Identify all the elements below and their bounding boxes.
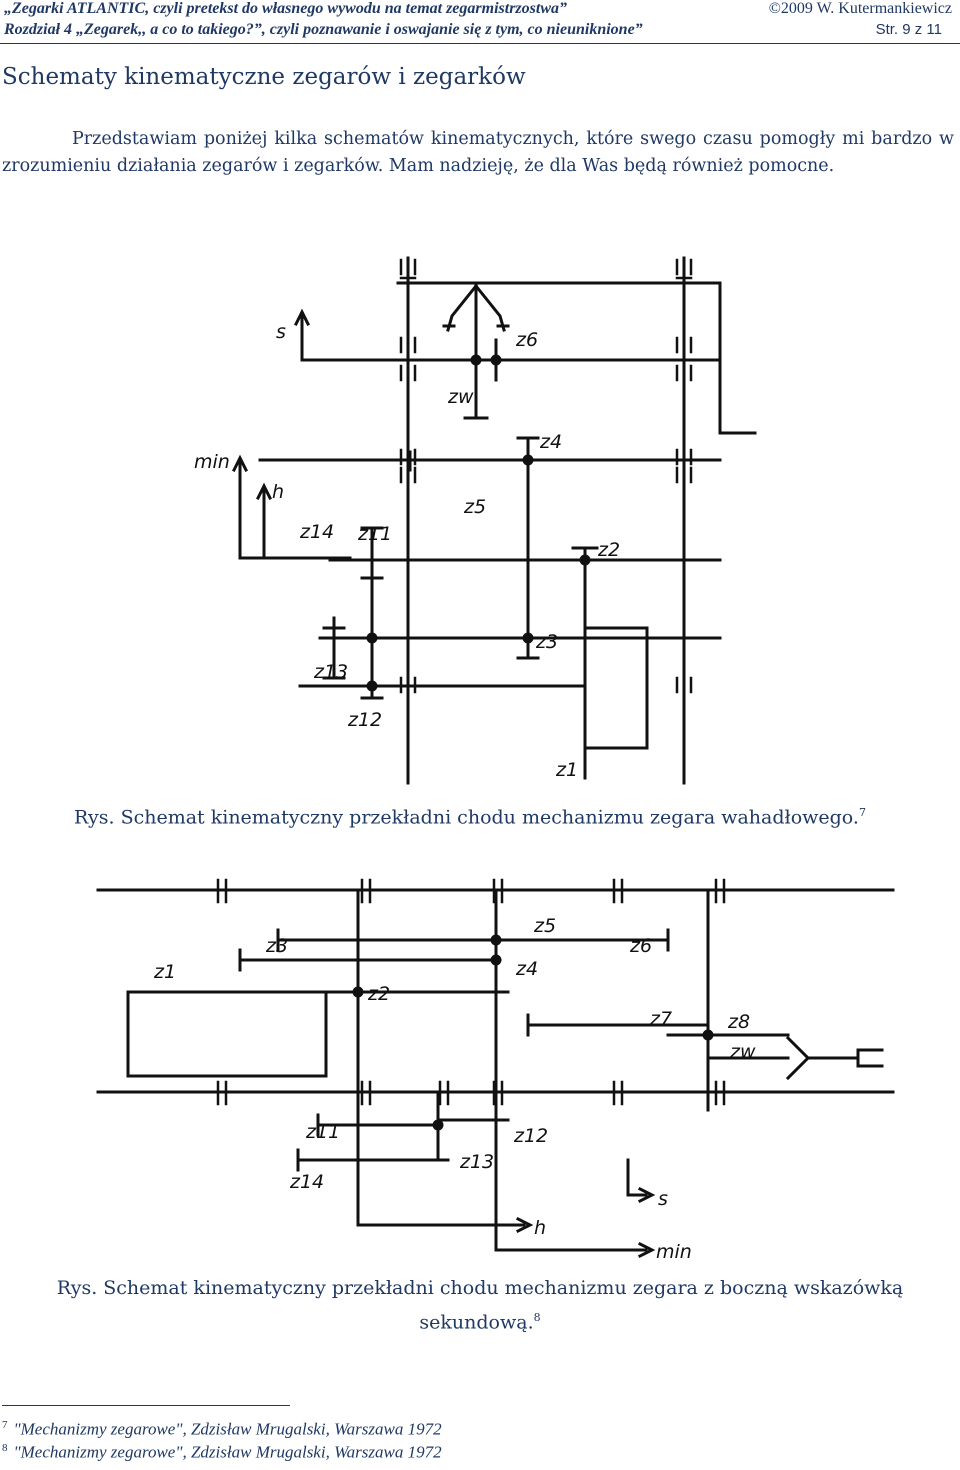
figure-1-caption-text: Rys. Schemat kinematyczny przekładni cho… — [74, 806, 859, 829]
fig2-label-zw: zw — [729, 1041, 756, 1063]
fig2-label-z3: z3 — [265, 935, 288, 957]
section-title: Schematy kinematyczne zegarów i zegarków — [2, 64, 526, 90]
footnote-8-text: "Mechanizmy zegarowe", Zdzisław Mrugalsk… — [13, 1442, 442, 1462]
fig2-label-z6: z6 — [629, 935, 652, 957]
figure-2-caption: Rys. Schemat kinematyczny przekładni cho… — [0, 1274, 960, 1337]
fig2-label-min: min — [656, 1241, 692, 1263]
header-copyright: ©2009 W. Kutermankiewicz — [768, 0, 952, 17]
footnote-8: 8 "Mechanizmy zegarowe", Zdzisław Mrugals… — [2, 1442, 442, 1463]
fig1-label-z12: z12 — [347, 709, 382, 731]
fig2-label-z7: z7 — [649, 1008, 672, 1030]
header-book-title-row: „Zegarki ATLANTIC, czyli pretekst do wła… — [4, 0, 956, 20]
fig1-label-z5: z5 — [463, 496, 486, 518]
figure-1-pendulum-clock-schematic: s min h z6 zw z4 z5 z14 z11 z2 z3 z13 z1… — [180, 238, 760, 793]
footnote-7-number: 7 — [2, 1419, 8, 1431]
fig1-label-min: min — [194, 451, 230, 473]
fig2-label-z1: z1 — [153, 961, 176, 983]
footnote-7-text: "Mechanizmy zegarowe", Zdzisław Mrugalsk… — [13, 1419, 442, 1439]
fig1-label-z11: z11 — [357, 523, 392, 545]
header-page-number: Str. 9 z 11 — [875, 21, 942, 38]
figure-2-caption-text: Rys. Schemat kinematyczny przekładni cho… — [56, 1277, 904, 1334]
fig2-label-z14: z14 — [289, 1171, 324, 1193]
header-rule — [0, 43, 960, 44]
footnote-7: 7 "Mechanizmy zegarowe", Zdzisław Mrugals… — [2, 1419, 442, 1440]
footnote-8-number: 8 — [2, 1442, 8, 1454]
fig1-label-z2: z2 — [597, 539, 620, 561]
fig2-label-z8: z8 — [727, 1011, 750, 1033]
fig1-label-s: s — [276, 321, 286, 343]
fig1-label-z3: z3 — [535, 631, 558, 653]
fig1-label-zw: zw — [447, 386, 474, 408]
fig2-label-z4: z4 — [515, 958, 538, 980]
header-chapter-row: Rozdział 4 „Zegarek,, a co to takiego?”,… — [4, 21, 956, 41]
fig2-label-z12: z12 — [513, 1125, 548, 1147]
footnote-rule — [2, 1405, 290, 1406]
figure-2-side-seconds-schematic: z1 z3 z2 z5 z6 z4 z7 z8 zw z11 z12 z13 z… — [68, 870, 898, 1265]
fig1-label-h: h — [272, 481, 284, 503]
fig1-label-z13: z13 — [313, 661, 348, 683]
fig2-label-h: h — [534, 1217, 546, 1239]
figure-1-footnote-ref: 7 — [858, 806, 866, 819]
header-book-title: „Zegarki ATLANTIC, czyli pretekst do wła… — [4, 0, 567, 17]
figure-2-footnote-ref: 8 — [533, 1311, 541, 1324]
fig1-label-z4: z4 — [539, 431, 562, 453]
fig2-label-s: s — [658, 1188, 668, 1210]
header-chapter: Rozdział 4 „Zegarek,, a co to takiego?”,… — [4, 21, 643, 38]
fig2-label-z5: z5 — [533, 915, 556, 937]
fig2-label-z13: z13 — [459, 1151, 494, 1173]
fig1-label-z1: z1 — [555, 759, 578, 781]
fig2-label-z2: z2 — [367, 983, 390, 1005]
intro-paragraph: Przedstawiam poniżej kilka schematów kin… — [2, 129, 954, 176]
fig1-label-z14: z14 — [299, 521, 334, 543]
fig1-label-z6: z6 — [515, 329, 538, 351]
fig2-label-z11: z11 — [305, 1121, 340, 1143]
figure-1-caption: Rys. Schemat kinematyczny przekładni cho… — [0, 806, 940, 828]
